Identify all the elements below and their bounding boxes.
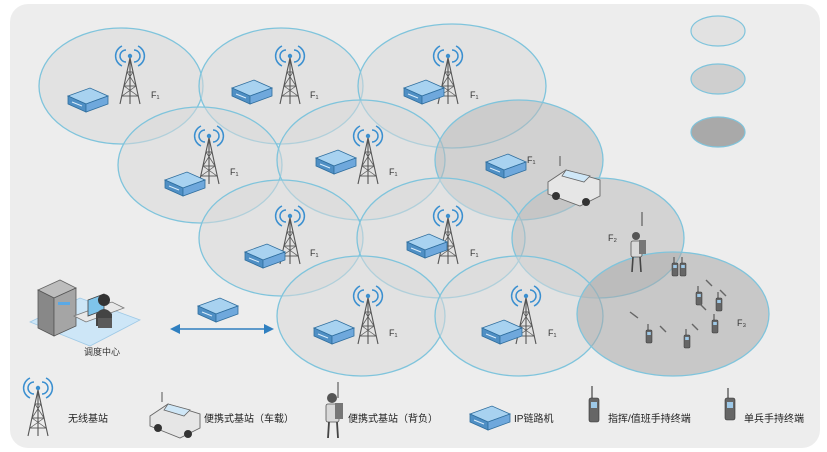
link-arrow <box>170 324 274 334</box>
freq-label: F₁ <box>310 90 319 100</box>
legend-soldier-terminal-icon <box>724 388 736 421</box>
freq-label: F₁ <box>230 167 239 177</box>
cell <box>576 251 770 377</box>
legend-ip-link-icon <box>469 405 511 431</box>
terminal-signals <box>629 279 727 333</box>
dispatch-center-icon <box>29 279 141 347</box>
freq-label: F₁ <box>389 167 398 177</box>
legend-tower-icon <box>22 377 54 437</box>
freq-label: F₁ <box>310 248 319 258</box>
backpack-base-station-icon <box>630 212 646 273</box>
freq-label: F₁ <box>470 90 479 100</box>
coverage-cells <box>38 23 770 377</box>
ip-link-box <box>197 297 239 323</box>
legend-command-terminal-label: 指挥/值班手持终端 <box>608 412 691 425</box>
legend-swatch-dark <box>690 116 746 148</box>
legend-backpack-icon <box>325 382 343 439</box>
freq-label-f2: F₂ <box>608 233 617 243</box>
legend-ip-link-label: IP链路机 <box>514 412 553 425</box>
freq-label-f3: F₃ <box>737 318 746 328</box>
freq-label: F₁ <box>470 248 479 258</box>
vehicle-base-station-icon <box>547 156 601 207</box>
legend-command-terminal-icon <box>588 386 600 423</box>
legend-soldier-terminal-label: 单兵手持终端 <box>744 412 804 425</box>
legend-swatch-light <box>690 15 746 47</box>
freq-label: F₁ <box>151 90 160 100</box>
freq-label: F₁ <box>389 328 398 338</box>
freq-label: F₁ <box>548 328 557 338</box>
legend-backpack-label: 便携式基站（背负） <box>348 412 438 425</box>
legend-tower-label: 无线基站 <box>68 412 108 425</box>
legend-vehicle-label: 便携式基站（车载） <box>204 412 294 425</box>
dispatch-center-label: 调度中心 <box>84 346 120 357</box>
legend-swatch-medium <box>690 63 746 95</box>
cell <box>276 255 446 377</box>
legend-vehicle-icon <box>149 392 201 439</box>
freq-label: F₁ <box>527 155 536 165</box>
